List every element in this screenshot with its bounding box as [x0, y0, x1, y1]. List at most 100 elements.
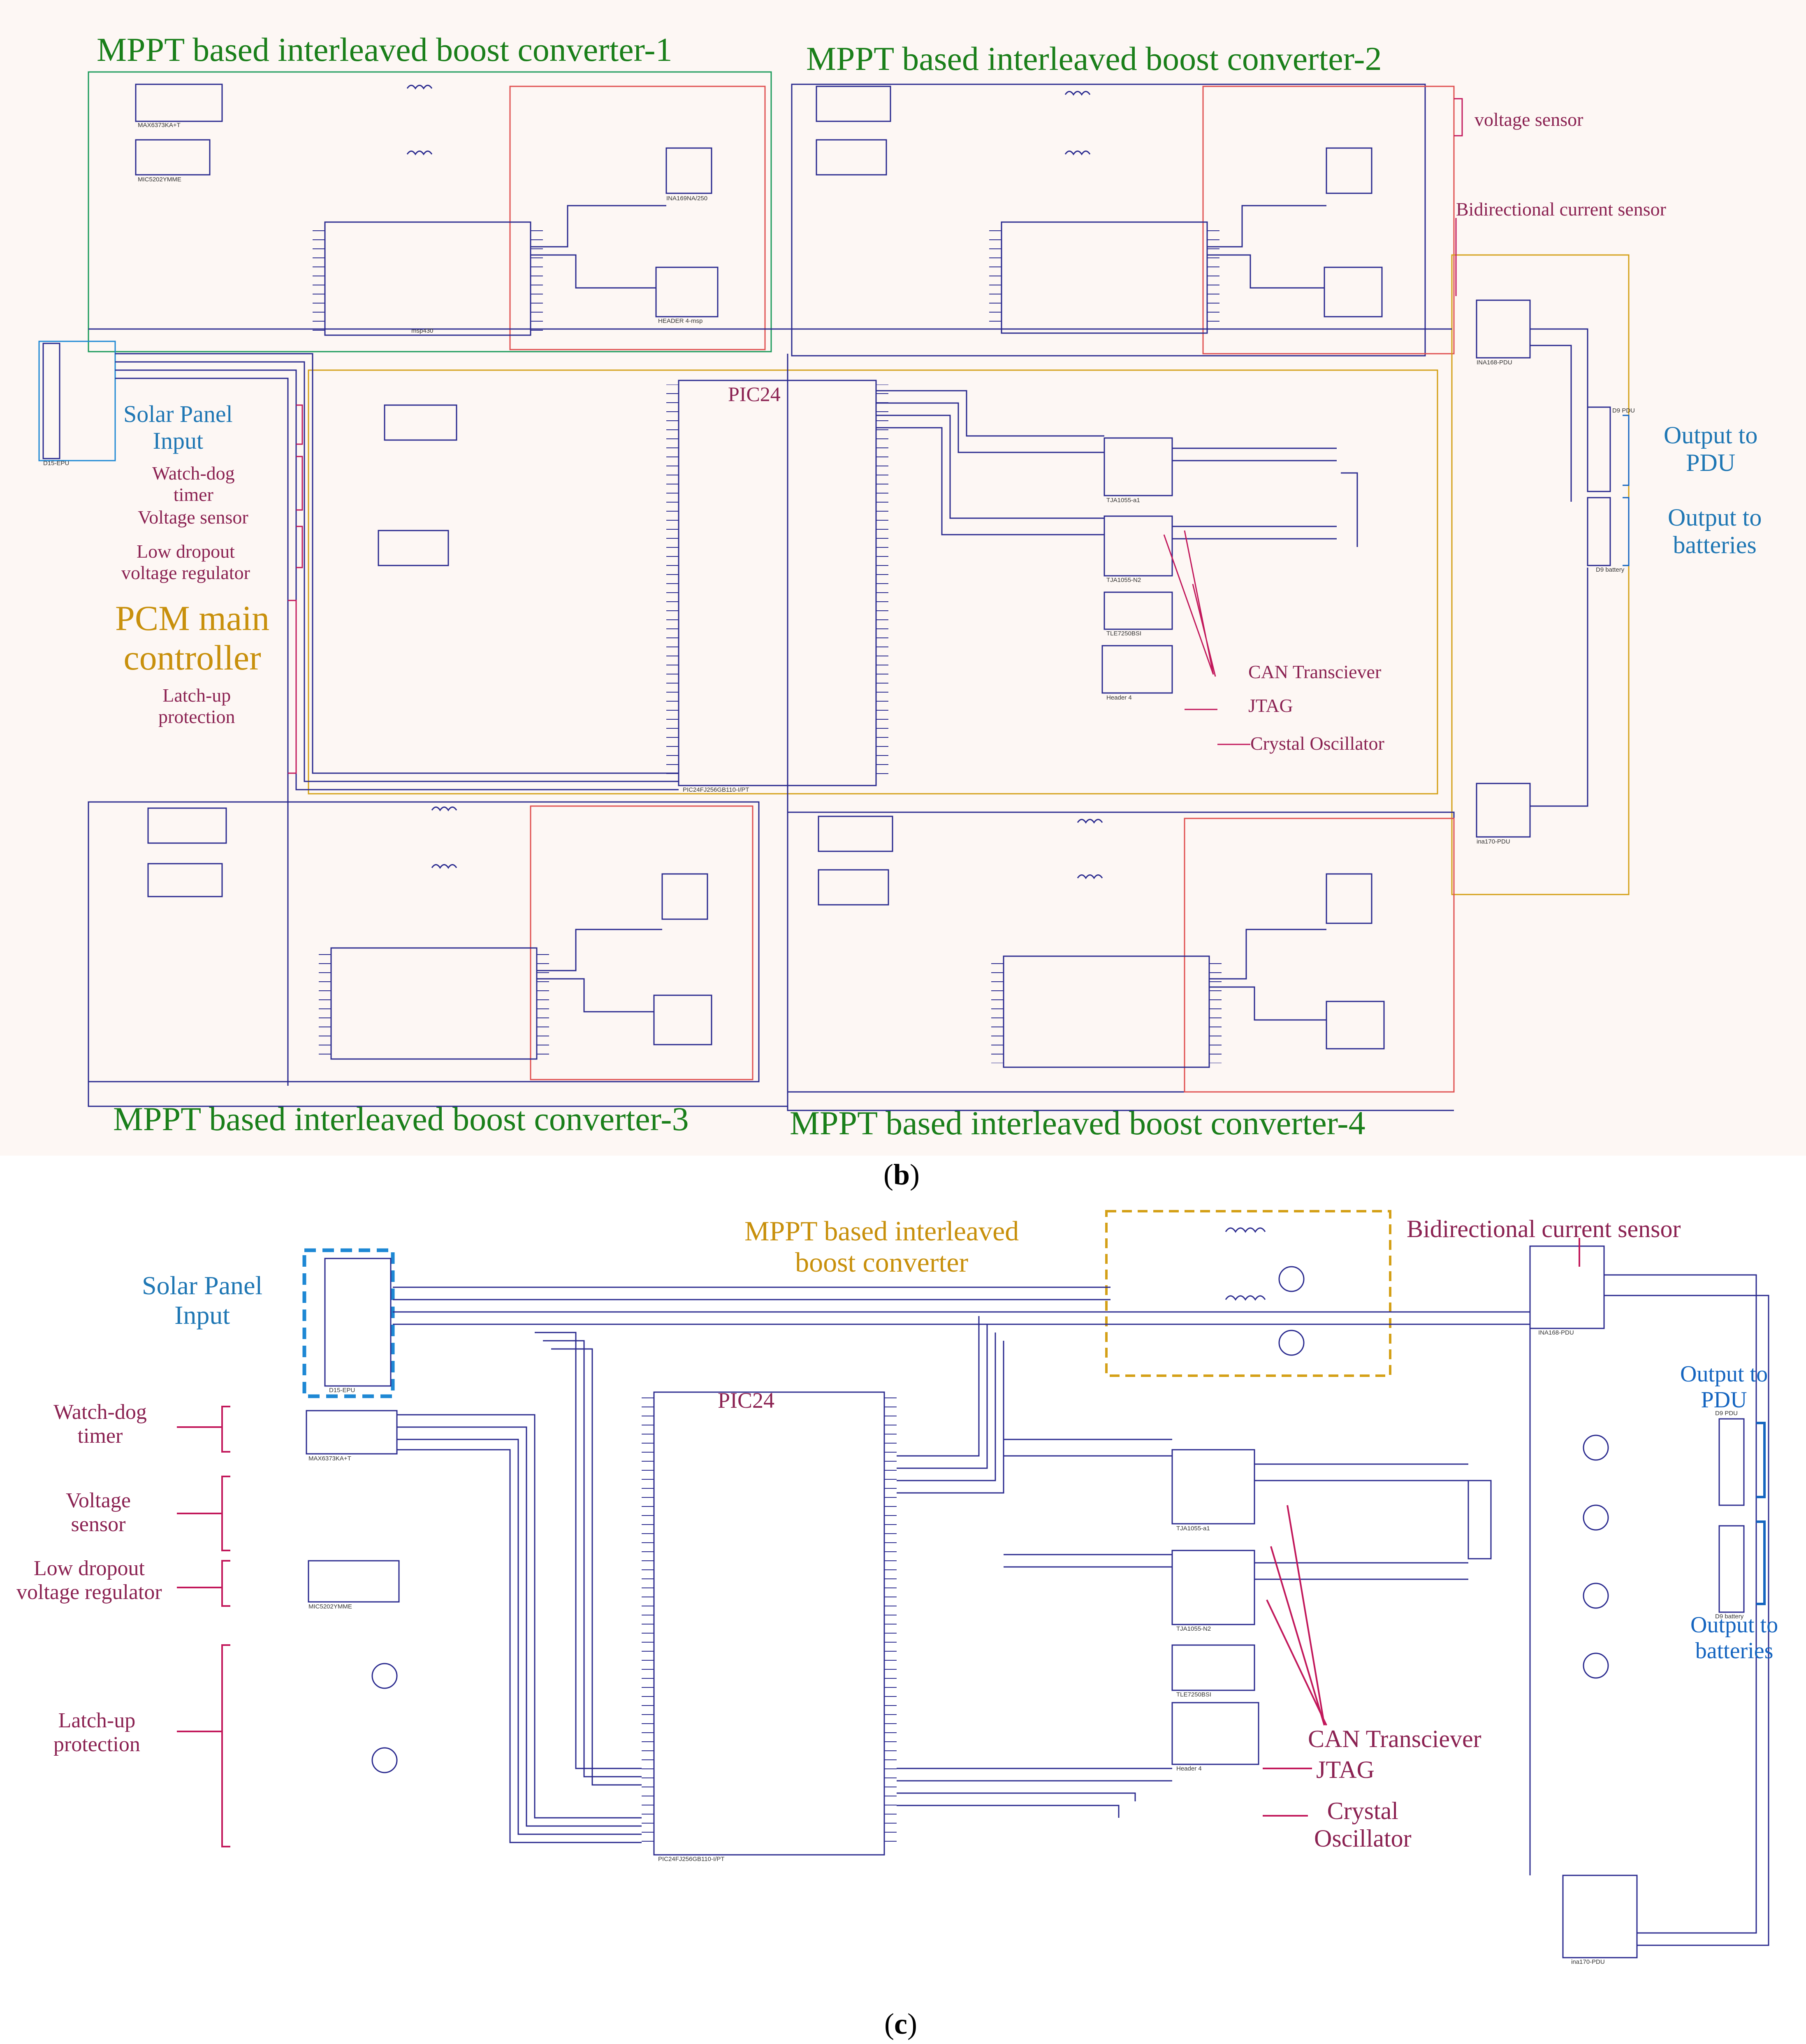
part-label-c-2: MIC5202YMME	[308, 1603, 352, 1610]
label-ldo-b: Low dropout voltage regulator	[121, 541, 250, 583]
label-converter-2: MPPT based interleaved boost converter-2	[806, 40, 1382, 77]
label-pic24-b: PIC24	[728, 382, 781, 406]
bracket-watchdog-c	[221, 1406, 230, 1453]
ina169-c4	[1326, 873, 1372, 924]
pointer-voltage-sensor-b	[1454, 98, 1463, 137]
mosfet-c-4	[1583, 1504, 1609, 1531]
ina170-c	[1562, 1875, 1638, 1958]
mosfet-c-5	[1583, 1583, 1609, 1609]
mppt-dashed-box	[1105, 1210, 1391, 1377]
label-watchdog-b: Watch-dog timer	[152, 463, 235, 505]
part-label-b-12: D9 PDU	[1612, 407, 1635, 414]
pic24-pins-left-c	[642, 1396, 654, 1849]
inductor-coil-c3	[431, 806, 457, 869]
label-bidir-sensor-b: Bidirectional current sensor	[1456, 199, 1666, 220]
mic5202-main	[378, 530, 449, 566]
label-voltage-sensor-top: voltage sensor	[1474, 109, 1583, 130]
mosfet-c-2	[1278, 1330, 1305, 1356]
part-label-c-6: TLE7250BSI	[1176, 1691, 1212, 1698]
ina168-c	[1529, 1245, 1605, 1329]
d9-header-c	[1468, 1480, 1492, 1560]
bracket-bat-c	[1756, 1520, 1766, 1605]
inductor-coil-c4	[1077, 819, 1103, 879]
msp430-c3	[330, 947, 538, 1060]
bus-wires-b-7	[88, 328, 1454, 1111]
label-out-bat-c: Output to batteries	[1690, 1612, 1778, 1664]
inductor-coil-c2	[1064, 91, 1091, 155]
label-out-bat-b: Output to batteries	[1668, 504, 1762, 559]
label-converter-4: MPPT based interleaved boost converter-4	[790, 1104, 1366, 1142]
label-ldo-c: Low dropout voltage regulator	[16, 1557, 162, 1604]
mosfet-c-3	[1583, 1435, 1609, 1461]
label-converter-3: MPPT based interleaved boost converter-3	[113, 1100, 689, 1138]
label-bidir-sensor-c: Bidirectional current sensor	[1407, 1215, 1681, 1242]
tja1055-a1	[1104, 437, 1173, 496]
pic24-chip-b	[678, 380, 877, 786]
part-label-c-7: INA168-PDU	[1538, 1329, 1574, 1336]
msp430-pins-c4	[991, 962, 1004, 1063]
converter-1-red-box	[509, 86, 766, 350]
mic5202-c2	[816, 139, 887, 176]
mic5202-c4	[818, 869, 889, 906]
mosfet-c-7	[371, 1663, 398, 1689]
bus-wires-c-6	[1254, 1463, 1468, 1580]
msp430-c2	[1001, 221, 1208, 334]
solar-input-dashed-box	[302, 1248, 395, 1398]
tja1055-n2-c	[1171, 1550, 1255, 1625]
part-label-b-15: Header 4	[1106, 694, 1132, 701]
msp430-c4	[1003, 955, 1210, 1068]
bracket-voltsensor-c	[221, 1476, 230, 1551]
pic24-pins-left-b	[666, 385, 679, 779]
header4-main	[1101, 645, 1173, 694]
bus-wires-c-8	[897, 1768, 1172, 1818]
part-label-b-6: PIC24FJ256GB110-I/PT	[683, 786, 749, 793]
max6373-main	[384, 404, 457, 441]
mosfet-c-1	[1278, 1266, 1305, 1292]
part-label-b-2: MIC5202YMME	[138, 176, 181, 183]
mppt-coil-bottom	[1225, 1295, 1266, 1301]
label-mppt-converter-c: MPPT based interleaved boost converter	[744, 1215, 1019, 1278]
bus-wires-b-6	[537, 929, 1326, 1021]
ina169-c2	[1326, 147, 1372, 194]
converter-3-box	[88, 801, 760, 1082]
panel-b-schematic	[38, 71, 1630, 1111]
part-label-c-5: TJA1055-N2	[1176, 1625, 1211, 1632]
bracket-pdu-b	[1623, 415, 1630, 486]
label-pcm-controller: PCM main controller	[115, 598, 270, 678]
bus-wires-c-1	[393, 1286, 1530, 1325]
mosfet-c-8	[371, 1747, 398, 1773]
part-label-b-4: HEADER 4-msp	[658, 317, 703, 324]
header-c1	[655, 267, 719, 317]
converter-4-box	[787, 811, 1455, 1093]
bracket-latchup-c	[221, 1644, 230, 1847]
part-label-c-12: Header 4	[1176, 1765, 1202, 1772]
part-label-b-14: D15-EPU	[43, 460, 70, 467]
max6373-c2	[816, 86, 891, 122]
converter-1-box	[88, 71, 772, 352]
part-label-b-1: MAX6373KA+T	[138, 122, 181, 129]
header-c3	[653, 994, 712, 1045]
mic5202-c1	[135, 139, 211, 176]
msp430-c1	[324, 221, 531, 336]
bus-wires-c-4	[897, 1316, 1004, 1494]
label-solar-input-b: Solar Panel Input	[123, 401, 233, 454]
max6373-c	[306, 1410, 398, 1455]
bracket-ldo-b	[296, 526, 303, 568]
part-label-c-11: D15-EPU	[329, 1387, 355, 1394]
d9-pdu-c	[1718, 1418, 1745, 1506]
panel-b-background	[0, 0, 1806, 1156]
part-label-b-5: msp430	[411, 327, 434, 334]
mppt-coil-top	[1225, 1227, 1266, 1233]
inductor-coil-c1	[406, 85, 433, 155]
tja1055-n2	[1104, 515, 1173, 577]
bus-wires-b-1	[115, 353, 679, 1086]
msp430-pins-c2	[989, 228, 1002, 329]
converter-4-red-box	[1184, 818, 1455, 1093]
converter-2-red-box	[1202, 86, 1455, 355]
header-c2	[1324, 267, 1383, 317]
part-label-b-10: INA168-PDU	[1477, 359, 1512, 366]
label-solar-input-c: Solar Panel Input	[142, 1271, 263, 1330]
mic5202-c	[308, 1560, 400, 1603]
msp430-pins-c1	[313, 228, 325, 331]
